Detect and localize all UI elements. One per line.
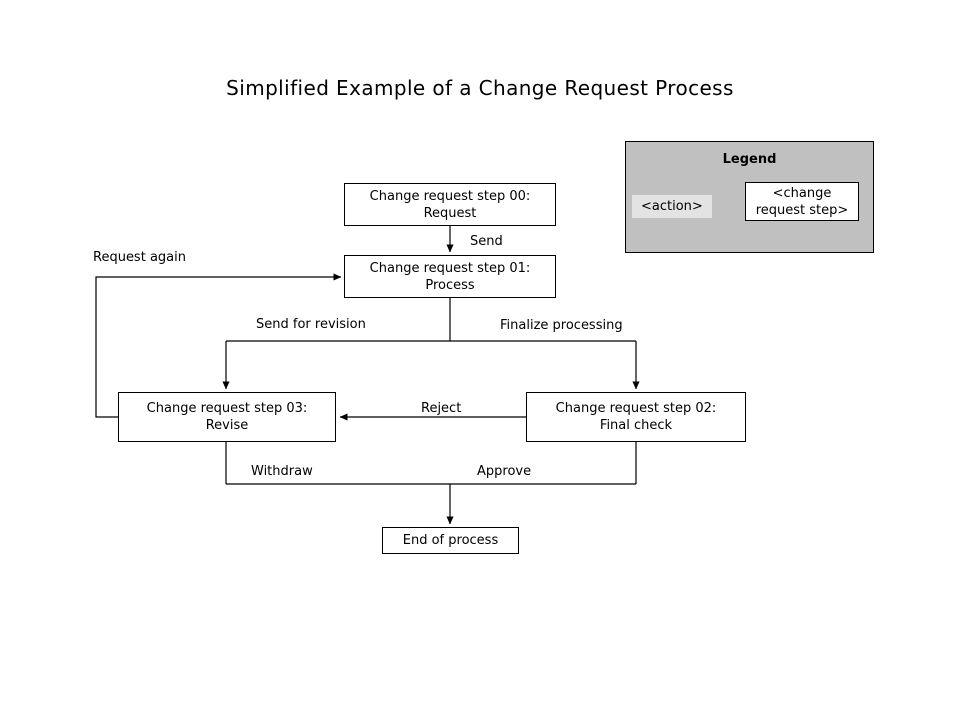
legend-title: Legend	[722, 152, 777, 167]
node-step-01-label: Change request step 01: Process	[369, 260, 531, 293]
legend-change-request-step-box: <change request step>	[745, 182, 859, 221]
node-step-00-label: Change request step 00: Request	[369, 188, 531, 221]
node-step-03-label: Change request step 03: Revise	[146, 401, 308, 433]
legend-change-request-step-label: <change request step>	[755, 185, 849, 218]
node-step-00[interactable]: Change request step 00: Request	[344, 183, 556, 226]
node-step-01[interactable]: Change request step 01: Process	[344, 255, 556, 298]
edge-label-withdraw: Withdraw	[251, 464, 313, 479]
edge-label-request-again: Request again	[93, 250, 186, 265]
edge-label-approve: Approve	[477, 464, 532, 479]
edge-label-finalize-processing: Finalize processing	[500, 318, 623, 333]
node-end-of-process[interactable]: End of process	[382, 527, 519, 554]
edge-label-send: Send	[470, 234, 503, 249]
node-step-02[interactable]: Change request step 02: Final check	[526, 392, 746, 442]
edge-label-send-for-revision: Send for revision	[256, 317, 366, 332]
legend-action-label: <action>	[632, 195, 712, 218]
node-end-of-process-label: End of process	[402, 533, 499, 548]
node-step-02-label: Change request step 02: Final check	[555, 401, 717, 433]
edge-label-reject: Reject	[417, 401, 466, 416]
page-title: Simplified Example of a Change Request P…	[226, 76, 734, 100]
node-step-03[interactable]: Change request step 03: Revise	[118, 392, 336, 442]
edge-request-again	[95, 273, 342, 418]
